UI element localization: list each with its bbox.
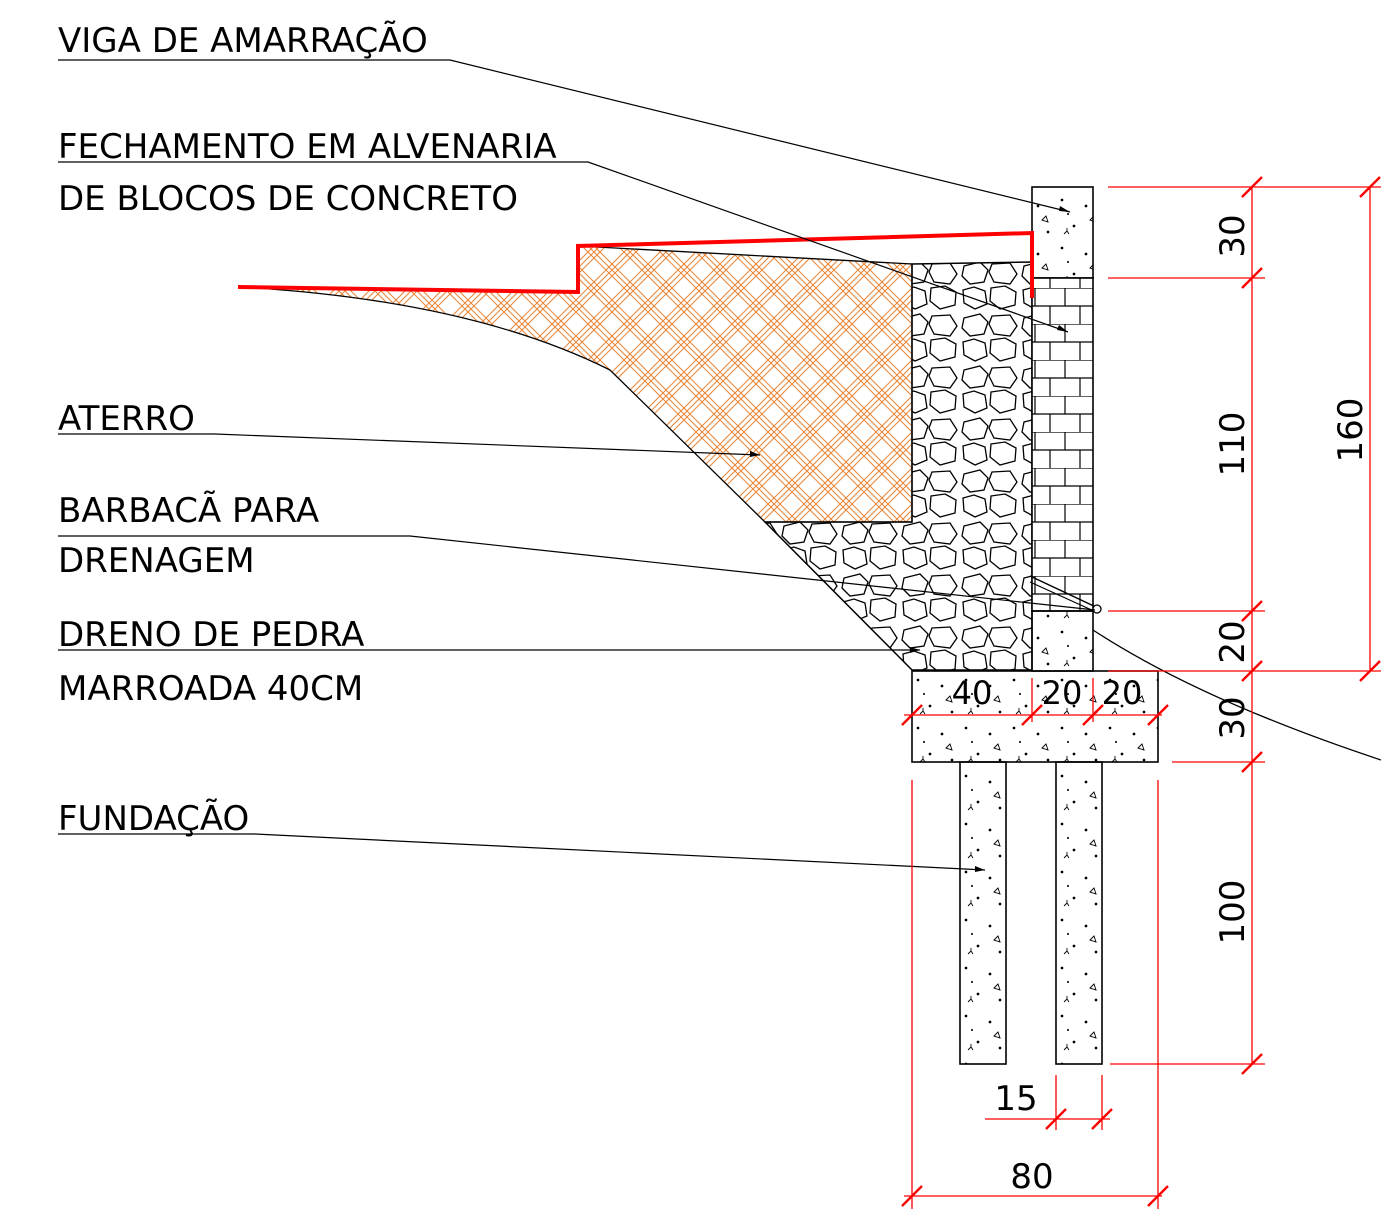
dim-footing-height: 30 <box>1213 696 1253 739</box>
label-fill: ATERRO <box>58 399 195 439</box>
label-tie-beam: VIGA DE AMARRAÇÃO <box>58 21 428 61</box>
leader-lines <box>58 59 1096 871</box>
label-masonry-line2: DE BLOCOS DE CONCRETO <box>58 179 518 219</box>
dim-footing-width: 80 <box>1010 1157 1053 1197</box>
masonry-block-wall <box>1031 277 1094 612</box>
label-weep-hole-line1: BARBACÃ PARA <box>58 491 319 531</box>
weep-hole-pipe <box>1029 575 1099 609</box>
dim-wall-height: 110 <box>1213 412 1253 477</box>
dim-base-wall-height: 20 <box>1213 620 1253 663</box>
dim-drain-width: 40 <box>952 674 993 712</box>
dim-beam-height: 30 <box>1213 214 1253 257</box>
label-stone-drain-line2: MARROADA 40CM <box>58 669 363 709</box>
label-masonry-line1: FECHAMENTO EM ALVENARIA <box>58 127 557 167</box>
leader-arrowheads <box>750 206 1070 872</box>
dim-wall-width: 20 <box>1042 674 1083 712</box>
base-wall <box>1031 610 1094 672</box>
dim-pile-width: 15 <box>994 1079 1037 1119</box>
label-weep-hole-line2: DRENAGEM <box>58 541 255 581</box>
dim-total-height: 160 <box>1331 398 1371 463</box>
dimension-lines <box>904 186 1381 1209</box>
existing-ground-line <box>1092 629 1381 761</box>
weep-hole-pipe-edge <box>1029 581 1097 613</box>
label-stone-drain-line1: DRENO DE PEDRA <box>58 615 364 655</box>
pile-right <box>1055 761 1103 1065</box>
dim-toe-width: 20 <box>1102 674 1143 712</box>
weep-hole-outlet <box>1092 604 1102 614</box>
tie-beam <box>1031 186 1094 279</box>
pile-left <box>959 761 1007 1065</box>
terrain-profile-line <box>237 230 1034 298</box>
label-foundation: FUNDAÇÃO <box>58 799 249 839</box>
dim-pile-depth: 100 <box>1213 880 1253 945</box>
dimension-ticks <box>901 176 1381 1207</box>
